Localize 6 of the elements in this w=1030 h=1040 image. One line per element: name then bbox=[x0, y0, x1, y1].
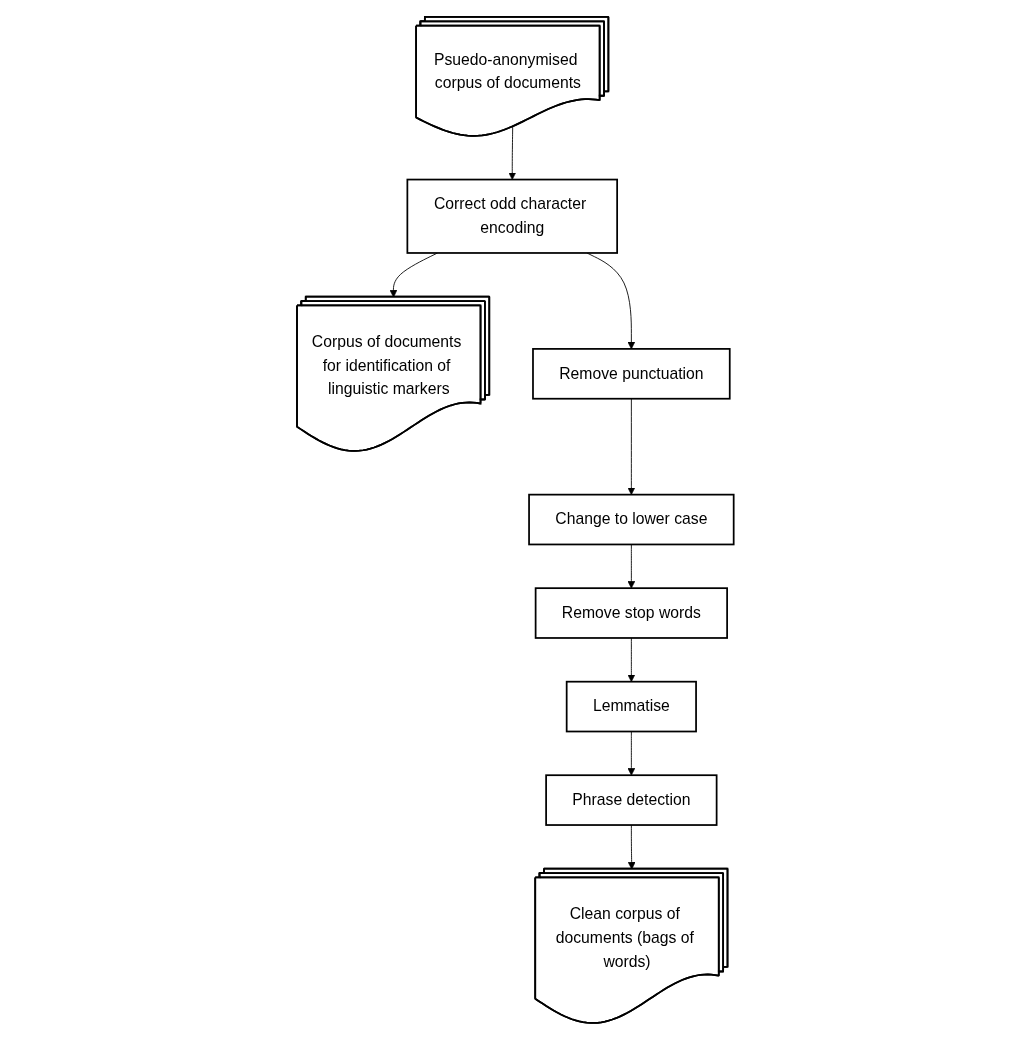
node-box: Change to lower case bbox=[527, 493, 735, 546]
node-box: Remove stop words bbox=[534, 587, 728, 639]
node-box: Phrase detection bbox=[544, 774, 718, 826]
node-box: Lemmatise bbox=[565, 680, 697, 733]
node-box: Remove punctuation bbox=[531, 348, 731, 400]
node-box: Correct odd character encoding bbox=[406, 178, 618, 254]
